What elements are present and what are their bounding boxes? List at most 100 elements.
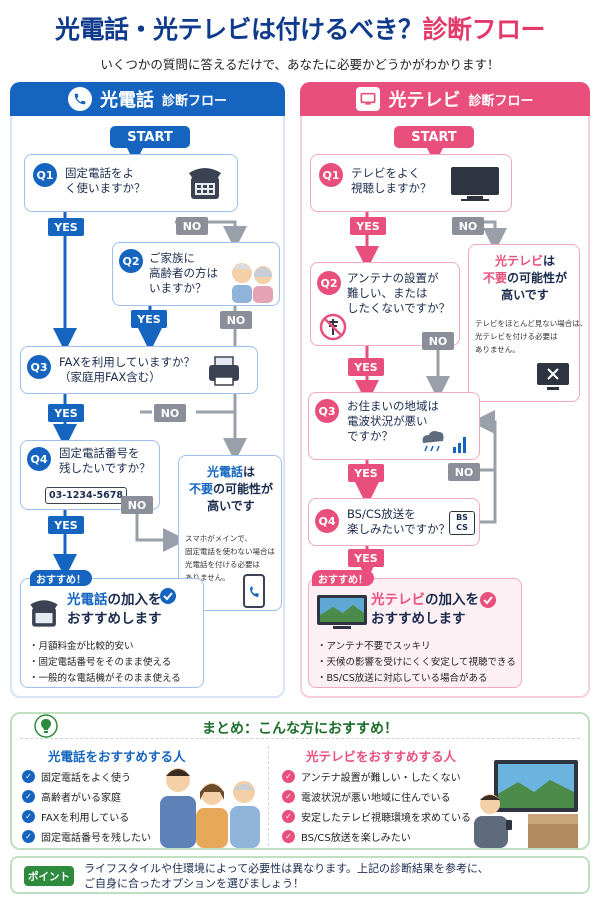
tv-q2-yes: YES [348,358,384,376]
denwa-header-label: 光電話 [99,90,154,111]
denwa-q4-box: Q4 固定電話番号を残したいですか？ 03-1234-5678 [20,440,160,510]
denwa-q4-text: 固定電話番号を残したいですか？ [59,446,151,476]
check-icon: ✓ [282,829,295,843]
tv-icon [451,167,499,201]
tv-q4-text: BS/CS放送を楽しみたいですか？ [347,507,450,537]
tv-q1-yes: YES [350,217,386,235]
tv-q1-line1: テレビをよく [351,166,420,180]
tv-q3-line1: お住まいの地域は [347,399,439,413]
point-box [10,856,590,894]
tv-header-label: 光テレビ [388,90,461,111]
page-title: 光電話・光テレビは付けるべき？診断フロー [0,10,600,46]
tv-nn-3: 高いです [501,288,549,302]
tv-q4-line1: BS/CS放送を [347,507,416,521]
check-icon: ✓ [282,769,295,783]
tv-q3-line2: 電波状況が悪い [347,414,428,428]
tv-q4-number: Q4 [315,509,339,533]
tv-q2-line1: アンテナの設置が [347,271,439,285]
tv-not-needed-box: 光テレビは 不要の可能性が 高いです テレビをほとんど見ない場合は、 光テレビを… [468,244,587,402]
point-tag: ポイント [24,866,74,886]
list-item: ・アンテナ不要でスッキリ [317,641,431,652]
list-item: ✓固定電話番号を残したい [22,826,151,846]
phone-icon [67,87,92,111]
tv-q1-line2: 視聴しますか？ [351,181,432,195]
check-icon: ✓ [282,789,295,803]
denwa-q1-no: NO [176,217,208,235]
denwa-q1-yes: YES [48,218,84,236]
tv-q2-no: NO [422,332,454,350]
denwa-nn-2b: の可能性が [213,482,274,496]
denwa-nn-3: 高いです [207,499,255,513]
title-main: 光電話・光テレビは付けるべき？ [54,15,423,44]
tv-q3-box: Q3 お住まいの地域は電波状況が悪いですか？ [308,392,480,460]
point-line1: ライフスタイルや住環境によって必要性は異なります。上記の診断結果を参考に、 [84,862,489,875]
denwa-q2-text: ご家族に高齢者の方はいますか？ [149,251,218,296]
tv-q3-text: お住まいの地域は電波状況が悪いですか？ [347,399,439,444]
list-item: ✓安定したテレビ視聴環境を求めている [282,806,471,826]
list-item: ✓アンテナ設置が難しい・したくない [282,766,471,786]
tv-start: START [394,126,474,148]
tv-q4-yes: YES [348,549,384,567]
denwa-nn-1b: は [243,465,256,479]
denwa-rec-bullets: ・月額料金が比較的安い ・固定電話番号をそのまま使える ・一般的な電話機がそのま… [29,639,181,687]
denwa-rec-1a: 光電話 [67,592,108,608]
denwa-q2-line2: 高齢者の方は [149,266,218,280]
denwa-q4-no: NO [121,496,153,514]
list-item: ✓高齢者がいる家庭 [22,786,151,806]
tv-rec-1b: の加入を [425,592,479,608]
page-subtitle: いくつかの質問に答えるだけで、あなたに必要かどうかがわかります！ [100,57,500,72]
list-item: ・固定電話番号をそのまま使える [29,657,172,668]
denwa-nn-note1: スマホがメインで、 [185,534,252,543]
phone-number-sample: 03-1234-5678 [45,487,127,504]
denwa-q4-yes: YES [48,516,84,534]
denwa-nn-1a: 光電話 [206,465,243,479]
denwa-nn-note2: 固定電話を使わない場合は [185,547,275,556]
denwa-q4-line1: 固定電話番号を [59,446,140,460]
smartphone-icon [243,574,265,608]
list-item: ✓FAXを利用している [22,806,151,826]
denwa-q1-box: Q1 固定電話をよく使いますか？ [24,154,238,212]
tv-nn-note3: ありません。 [475,345,520,354]
tv-nn-1a: 光テレビ [494,254,543,268]
tv-q2-box: Q2 アンテナの設置が難しい、またはしたくないですか？ [310,262,460,346]
tv-rec-2: おすすめします [371,611,466,627]
denwa-start: START [110,126,190,148]
denwa-q3-text: FAXを利用していますか？（家庭用FAX含む） [59,355,195,385]
denwa-q3-number: Q3 [27,355,51,379]
denwa-recommend-badge: おすすめ！ [30,570,92,586]
denwa-recommend-title: 光電話の加入を おすすめします [67,591,162,629]
denwa-q2-line1: ご家族に [149,251,195,265]
tv-nn-2b: の可能性が [507,271,568,285]
check-icon: ✓ [22,789,35,803]
tv-recommend-badge: おすすめ！ [312,570,374,586]
denwa-q3-no: NO [154,404,186,422]
check-circle-icon [160,588,176,604]
denwa-q2-line3: いますか？ [149,281,207,295]
check-icon: ✓ [22,809,35,823]
tv-q3-line3: ですか？ [347,429,393,443]
denwa-q4-number: Q4 [27,447,51,471]
summary-denwa-list: ✓固定電話をよく使う ✓高齢者がいる家庭 ✓FAXを利用している ✓固定電話番号… [22,766,151,846]
denwa-recommend-box: 光電話の加入を おすすめします ・月額料金が比較的安い ・固定電話番号をそのまま… [20,578,204,688]
check-icon: ✓ [22,769,35,783]
denwa-header-sub: 診断フロー [161,93,227,109]
summary-denwa-heading: 光電話をおすすめする人 [48,749,186,764]
tv-q4-line2: 楽しみたいですか？ [347,522,451,536]
tv-nn-2a: 不要 [482,271,507,285]
check-icon: ✓ [22,829,35,843]
denwa-q3-line2: （家庭用FAX含む） [59,370,161,384]
summary-tv-heading: 光テレビをおすすめする人 [306,749,457,764]
denwa-not-needed-text: 光電話は 不要の可能性が 高いです [179,464,283,515]
tv-icon [356,87,381,111]
summary-title: まとめ：こんな方におすすめ！ [202,721,398,737]
denwa-q1-line1: 固定電話をよ [65,166,134,180]
denwa-header: 光電話 診断フロー [10,82,285,116]
denwa-nn-note3: 光電話を付ける必要は [185,560,260,569]
denwa-q3-line1: FAXを利用していますか？ [59,355,195,369]
tv-not-needed-text: 光テレビは 不要の可能性が 高いです [469,253,581,304]
tv-rec-1a: 光テレビ [371,592,425,608]
list-item: ✓BS/CS放送を楽しみたい [282,826,471,846]
denwa-q2-no: NO [220,311,252,329]
point-line2: ご自身に合ったオプションを選びましょう！ [84,877,304,890]
point-text: ライフスタイルや住環境によって必要性は異なります。上記の診断結果を参考に、 ご自… [84,861,489,891]
